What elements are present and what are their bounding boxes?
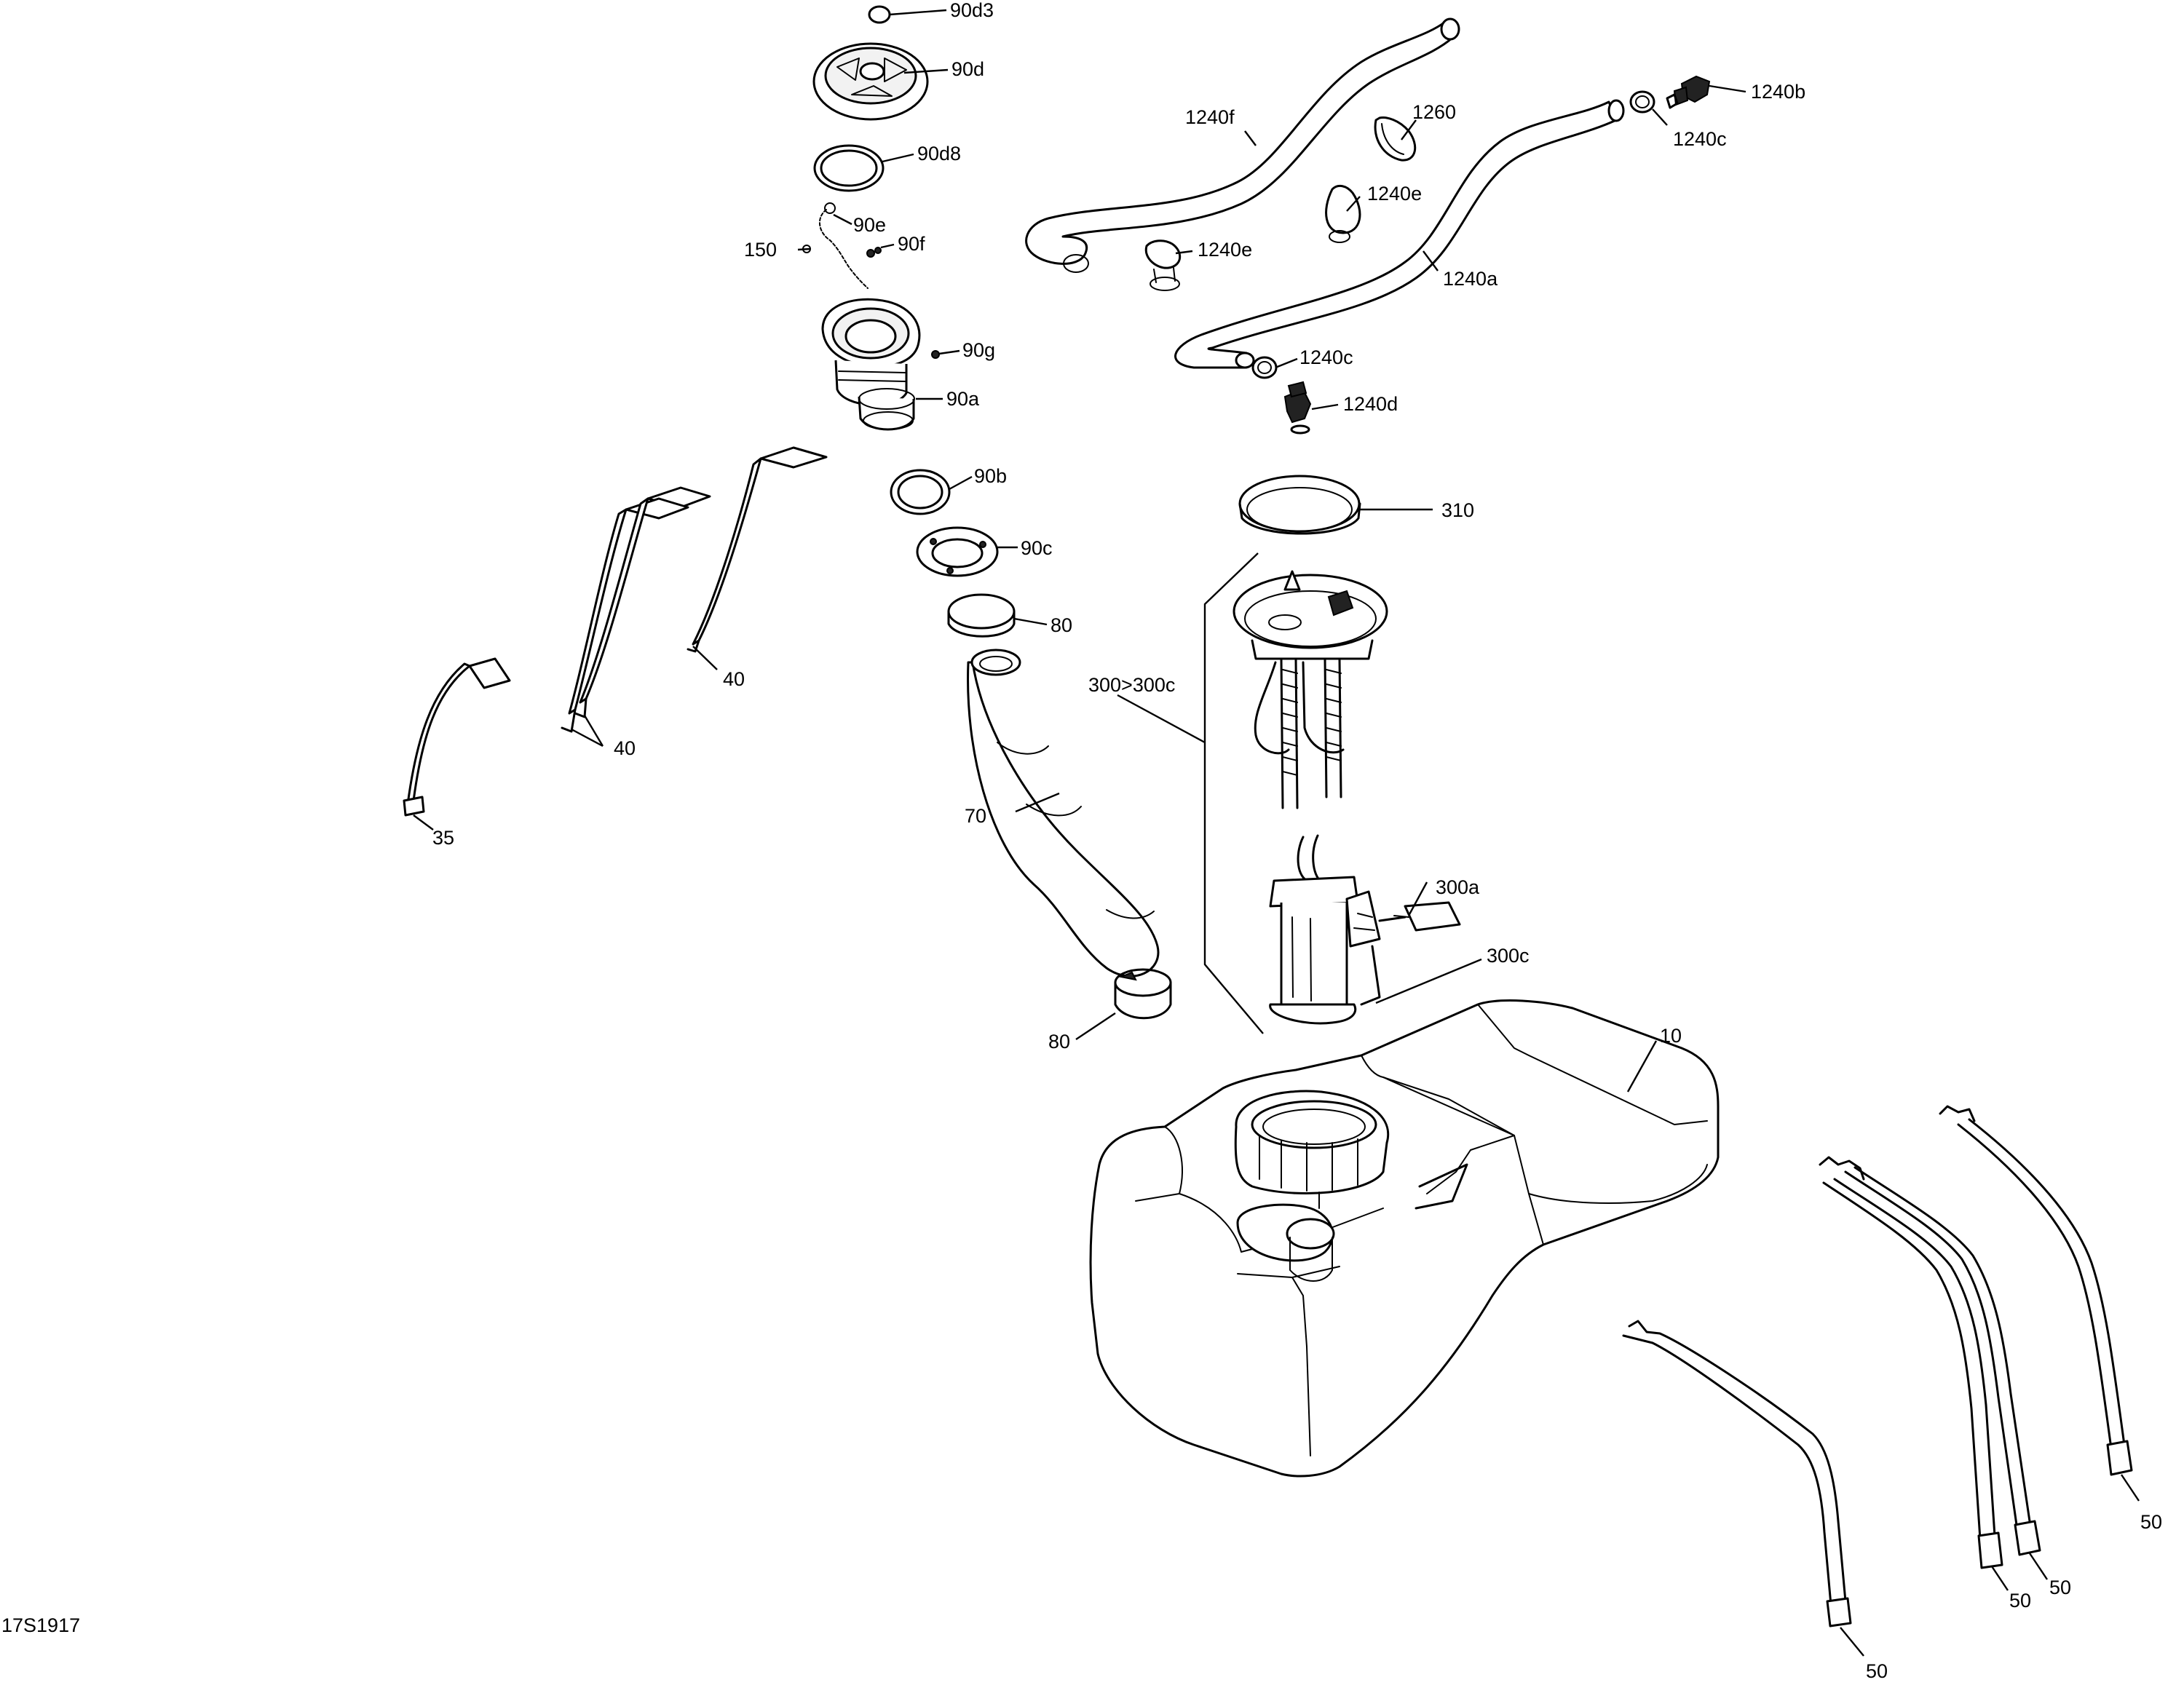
callout-90a: 90a [946,388,980,410]
part-40-strap-right [687,446,828,653]
part-1240f-vent-hose [1025,17,1460,273]
callout-50-b: 50 [2009,1590,2031,1611]
part-80-hose-clamp-bottom [1114,968,1172,1020]
part-50-strap-c [1939,1105,2133,1476]
leader-lines [413,9,2140,1657]
callout-80-top: 80 [1051,614,1072,636]
part-10-fuel-tank [1089,999,1720,1478]
callout-90g: 90g [962,339,995,361]
part-1240b-valve [1666,75,1711,109]
callout-70: 70 [965,805,986,827]
part-70-filler-hose [967,649,1160,978]
callout-1240f: 1240f [1185,106,1235,128]
callout-90e: 90e [853,214,886,236]
bracket-300-assembly [1117,552,1264,1034]
part-90e-tether-chain [819,202,869,289]
callout-300c: 300c [1487,945,1530,967]
callout-50-a: 50 [1866,1660,1888,1682]
part-310-lock-ring [1238,475,1361,535]
part-300b-pump-body [1269,834,1381,1025]
part-1240a-vent-hose [1174,99,1625,369]
callout-310: 310 [1441,499,1474,521]
callout-90b: 90b [974,465,1007,487]
callout-90d: 90d [951,58,984,80]
part-90d3-cap-insert [868,5,891,24]
callout-40-right: 40 [723,668,745,690]
callout-1240c-top: 1240c [1673,128,1727,150]
callout-50-c: 50 [2049,1577,2071,1598]
part-50-strap-pair-b [1819,1156,2041,1569]
part-1240d-elbow-fitting [1283,381,1312,435]
part-80-hose-clamp-top [947,593,1016,638]
callout-90d3: 90d3 [950,0,994,21]
part-90a-filler-neck [821,298,921,431]
callout-1240c-bottom: 1240c [1299,346,1353,368]
callout-1240b: 1240b [1751,81,1805,103]
callout-80-bottom: 80 [1048,1031,1070,1052]
callout-50-d: 50 [2140,1511,2162,1533]
callout-90d8: 90d8 [917,143,961,164]
part-40-strap-pair-left [561,486,711,733]
part-90f-screw [866,247,882,258]
part-1240e-clip-right [1325,184,1361,243]
part-50-strap-a [1622,1320,1852,1627]
part-1240c-clamp-top [1629,90,1655,114]
callout-150: 150 [744,239,777,261]
callout-10: 10 [1660,1025,1682,1047]
callout-90c: 90c [1021,537,1053,559]
part-90d8-seal-ring [813,144,885,192]
callout-1240e-left: 1240e [1198,239,1252,261]
part-90d-filler-cap [812,42,929,121]
callout-90f: 90f [898,233,925,255]
part-300-fuel-pump-module [1233,570,1388,809]
drawing-id: 17S1917 [1,1614,80,1636]
callout-1240a: 1240a [1443,268,1498,290]
callout-1240e-right: 1240e [1367,183,1422,205]
callout-300-range: 300>300c [1088,674,1175,696]
part-300a-float-sender [1378,901,1461,932]
callout-40-left: 40 [614,737,636,759]
part-90g-screw [931,350,940,359]
part-90b-gasket [890,469,951,515]
callout-300a: 300a [1436,876,1480,898]
part-1240e-clip-left [1144,239,1182,291]
callout-1240d: 1240d [1343,393,1398,415]
part-90c-flange-ring [916,526,999,577]
part-35-strap [403,657,511,817]
callout-35: 35 [432,827,454,849]
part-1260-clip [1374,116,1417,162]
part-1240c-clamp-bottom [1251,356,1278,379]
callout-1260: 1260 [1412,101,1456,123]
